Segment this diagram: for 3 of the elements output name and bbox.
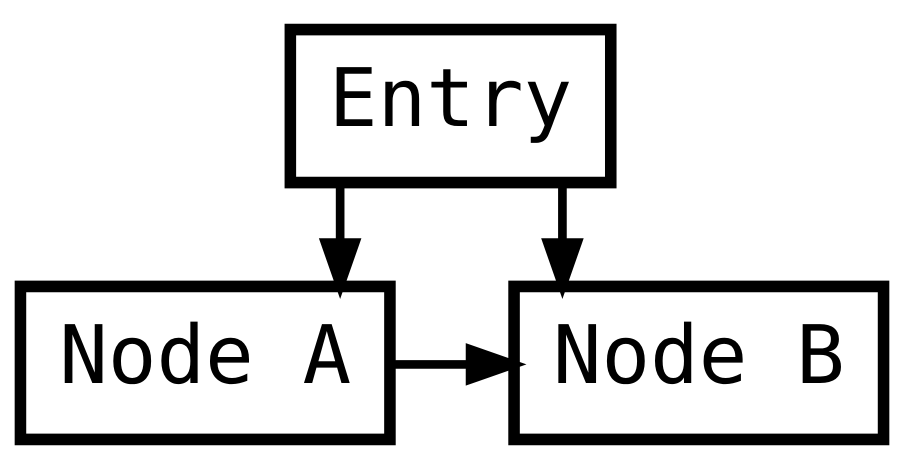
node-box: Entry: [284, 24, 617, 188]
node-box: Node B: [508, 280, 890, 446]
node-box: Node A: [14, 280, 396, 446]
